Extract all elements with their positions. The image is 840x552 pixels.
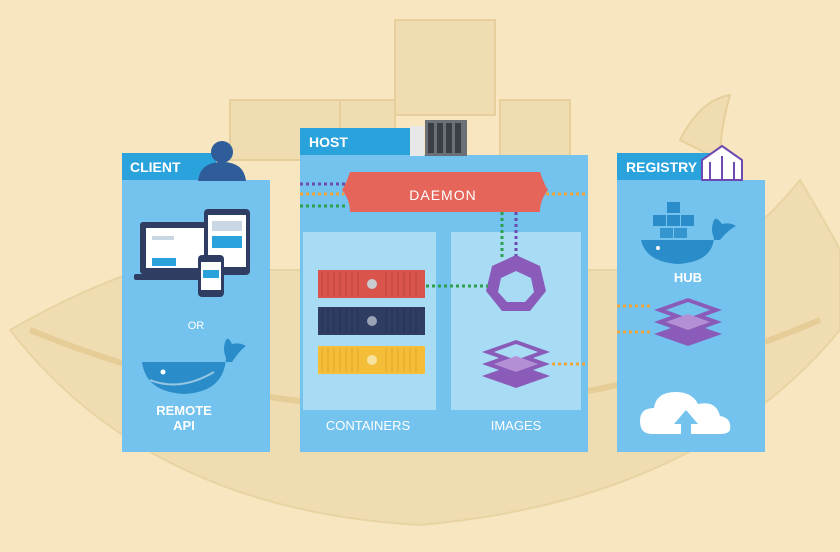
client-label: CLIENT: [130, 159, 181, 175]
registry-panel: REGISTRY HUB: [617, 144, 765, 452]
images-label: IMAGES: [491, 418, 542, 433]
image-icon: [486, 255, 546, 311]
cloud-upload-icon: [640, 392, 731, 434]
images-subpanel: IMAGES: [451, 232, 581, 433]
daemon-bar: DAEMON: [342, 172, 548, 212]
registry-label-bar: [617, 153, 717, 180]
server-rack-icon: [410, 120, 467, 156]
daemon-label: DAEMON: [409, 187, 476, 203]
devices-icon: [134, 209, 250, 297]
container-icon: [318, 346, 425, 374]
container-icon: [318, 307, 425, 335]
client-panel: CLIENT OR REMOTE AP: [122, 141, 270, 452]
image-stack-icon: [482, 340, 550, 388]
connector-lines: [300, 182, 652, 366]
or-text: OR: [188, 320, 205, 332]
docker-hub-icon: [641, 202, 736, 264]
containers-subpanel: CONTAINERS: [303, 232, 436, 433]
hub-label: HUB: [674, 270, 702, 285]
registry-label: REGISTRY: [626, 159, 698, 175]
image-stack-icon: [654, 298, 722, 346]
private-registry-icon: [701, 144, 743, 181]
user-icon: [198, 141, 246, 181]
host-label: HOST: [309, 134, 348, 150]
remote-api-line1: REMOTE: [156, 403, 212, 418]
containers-label: CONTAINERS: [326, 418, 411, 433]
remote-api-line2: API: [173, 418, 195, 433]
whale-icon: [142, 338, 246, 394]
container-icon: [318, 270, 425, 298]
host-panel: HOST DAEMON: [300, 120, 588, 452]
host-label-bar: [300, 128, 422, 155]
